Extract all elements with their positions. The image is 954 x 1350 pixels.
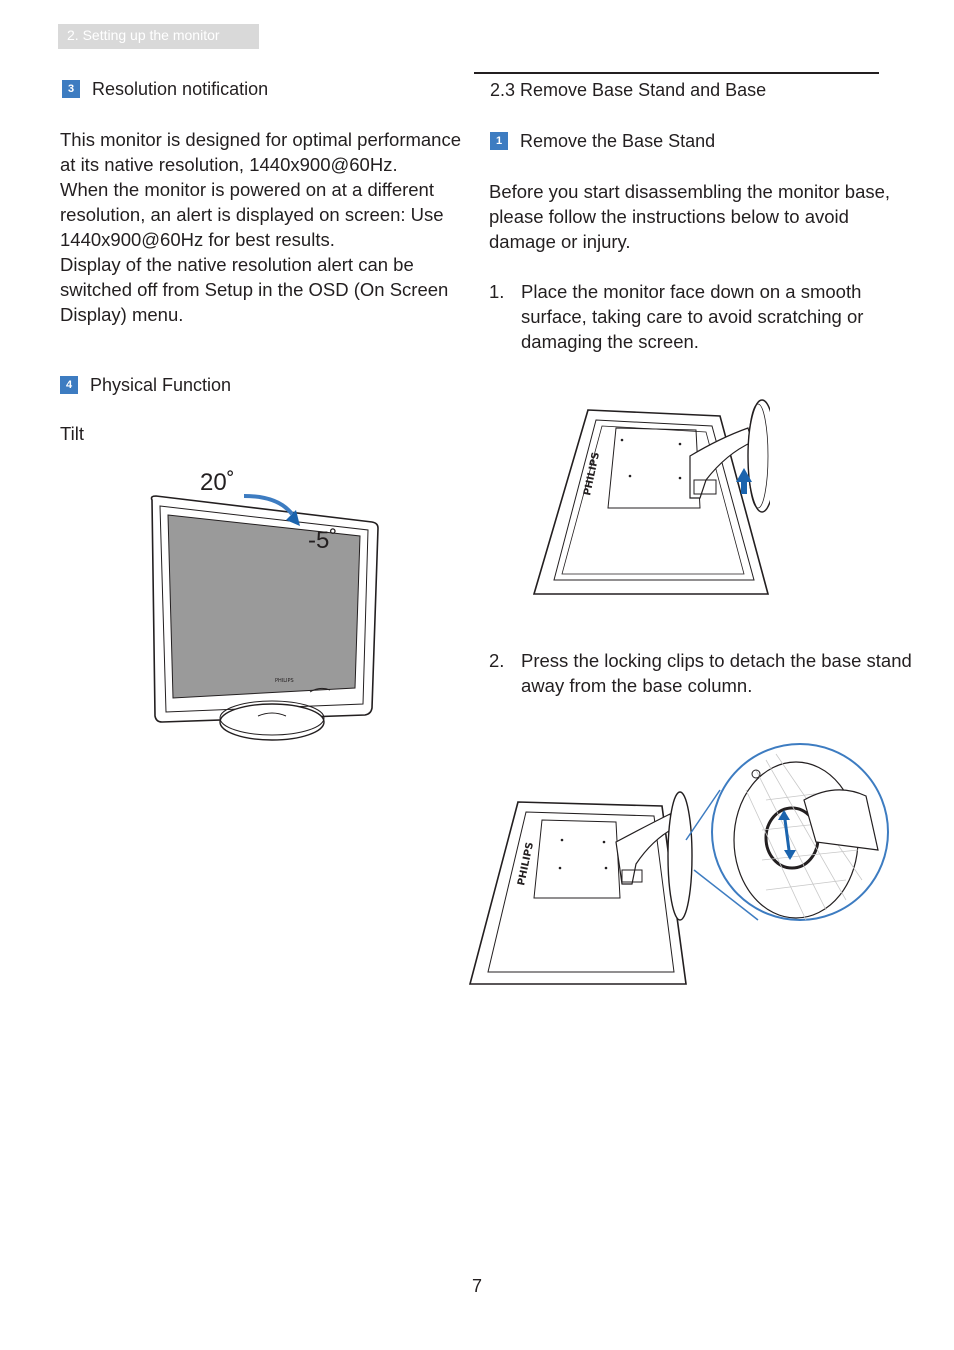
text-line: Press the locking clips to detach the ba… (521, 650, 912, 671)
text-line: surface, taking care to avoid scratching… (521, 306, 864, 327)
brand-logo: PHILIPS (516, 841, 536, 886)
text-line: switched off from Setup in the OSD (On S… (60, 279, 449, 300)
angle-top-label: 20˚ (200, 469, 235, 496)
section-badge: 4 (60, 376, 78, 395)
tilt-label: Tilt (60, 423, 84, 444)
remove-stand-heading: 1 Remove the Base Stand (490, 130, 715, 152)
section-badge: 1 (490, 132, 508, 151)
chapter-tab: 2. Setting up the monitor (58, 24, 259, 49)
physical-title: Physical Function (90, 374, 232, 395)
resolution-body: This monitor is designed for optimal per… (60, 127, 470, 327)
page-number: 7 (471, 1276, 482, 1296)
text-line: Before you start disassembling the monit… (489, 181, 891, 202)
step-2-illustration: PHILIPS (468, 743, 889, 985)
resolution-title: Resolution notification (92, 78, 269, 99)
text-line: 1440x900@60Hz for best results. (60, 229, 335, 250)
tilt-illustration: PHILIPS 20˚ -5˚ (150, 469, 379, 741)
text-line: Place the monitor face down on a smooth (521, 281, 862, 302)
text-line: resolution, an alert is displayed on scr… (60, 204, 444, 225)
section-badge: 3 (62, 80, 80, 99)
remove-stand-title: Remove the Base Stand (520, 130, 716, 151)
text-line: damaging the screen. (521, 331, 699, 352)
step-1-text: Place the monitor face down on a smooth … (521, 279, 911, 354)
text-line: away from the base column. (521, 675, 753, 696)
step-number: 1. (489, 281, 505, 302)
brand-logo: PHILIPS (582, 451, 602, 496)
step-1-illustration: PHILIPS (532, 399, 770, 595)
section-rule (474, 72, 879, 74)
text-line: please follow the instructions below to … (489, 206, 849, 227)
intro-text: Before you start disassembling the monit… (489, 179, 909, 254)
step-number: 2. (489, 650, 505, 671)
section-title: 2.3 Remove Base Stand and Base (490, 80, 767, 100)
physical-heading: 4 Physical Function (60, 374, 231, 396)
brand-logo: PHILIPS (275, 678, 294, 684)
text-line: Display of the native resolution alert c… (60, 254, 414, 275)
text-line: at its native resolution, 1440x900@60Hz. (60, 154, 398, 175)
resolution-heading: 3 Resolution notification (62, 78, 268, 100)
step-2-text: Press the locking clips to detach the ba… (521, 648, 921, 698)
text-line: This monitor is designed for optimal per… (60, 129, 462, 150)
angle-bottom-label: -5˚ (308, 527, 337, 554)
text-line: Display) menu. (60, 304, 184, 325)
text-line: When the monitor is powered on at a diff… (60, 179, 434, 200)
text-line: damage or injury. (489, 231, 631, 252)
